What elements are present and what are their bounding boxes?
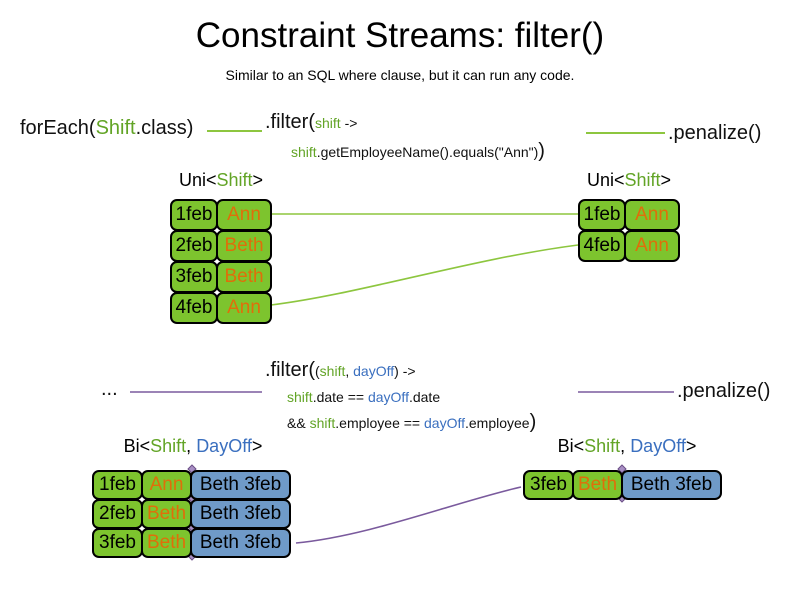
bi-left-header-type2: DayOff bbox=[196, 436, 252, 456]
bi-left-header-comma: , bbox=[186, 436, 197, 456]
dayoff-cell: Beth 3feb bbox=[190, 499, 291, 529]
shift-name-cell: Beth bbox=[216, 230, 272, 262]
bi-left-header-type1: Shift bbox=[150, 436, 187, 456]
page-title: Constraint Streams: filter() bbox=[195, 16, 605, 55]
table-row: 1feb Ann Beth 3feb bbox=[92, 470, 291, 500]
shift-date-cell: 2feb bbox=[170, 230, 218, 262]
bi-left-header-pre: Bi< bbox=[123, 436, 151, 456]
table-row: 3feb Beth bbox=[170, 261, 272, 293]
table-row: 2feb Beth bbox=[170, 230, 272, 262]
shift-name-cell: Beth bbox=[141, 528, 192, 558]
shift-date-cell: 1feb bbox=[92, 470, 143, 500]
uni-left-header: Uni<Shift> bbox=[168, 170, 274, 191]
shift-name-cell: Ann bbox=[216, 199, 272, 231]
code-filter1-line1: .filter(shift -> bbox=[265, 110, 545, 136]
uni-left-header-pre: Uni< bbox=[178, 170, 217, 190]
code-filter2-closearrow: ) -> bbox=[394, 363, 416, 379]
code-filter2-l3pre: && bbox=[287, 415, 310, 431]
bi-right-header-post: > bbox=[685, 436, 697, 456]
bi-right-header: Bi<Shift, DayOff> bbox=[537, 436, 717, 457]
shift-name-cell: Ann bbox=[141, 470, 192, 500]
bi-right-header-pre: Bi< bbox=[557, 436, 585, 456]
code-filter2-l2var2: dayOff bbox=[367, 389, 409, 405]
table-row: 3feb Beth Beth 3feb bbox=[92, 528, 291, 558]
code-filter1-bodyvar: shift bbox=[291, 144, 317, 160]
code-filter2-param2: dayOff bbox=[353, 363, 395, 379]
shift-date-cell: 3feb bbox=[92, 528, 143, 558]
code-foreach-class: Shift bbox=[95, 117, 136, 139]
code-filter1: .filter(shift -> shift.getEmployeeName()… bbox=[265, 110, 545, 164]
bi-right-table: 3feb Beth Beth 3feb bbox=[523, 470, 722, 500]
code-filter2-comma: , bbox=[345, 363, 354, 379]
uni-right-header-pre: Uni< bbox=[586, 170, 625, 190]
shift-date-cell: 2feb bbox=[92, 499, 143, 529]
shift-date-cell: 1feb bbox=[578, 199, 626, 231]
code-filter2-l3close: ) bbox=[529, 411, 537, 433]
code-filter2-l3end: .employee bbox=[465, 415, 530, 431]
page-subtitle: Similar to an SQL where clause, but it c… bbox=[225, 67, 575, 83]
bi-right-header-comma: , bbox=[620, 436, 631, 456]
table-row: 1feb Ann bbox=[170, 199, 272, 231]
dayoff-cell: Beth 3feb bbox=[190, 528, 291, 558]
code-filter2-line1: .filter((shift, dayOff) -> bbox=[265, 358, 536, 384]
code-filter2-l2var1: shift bbox=[287, 389, 313, 405]
table-row: 4feb Ann bbox=[170, 292, 272, 324]
shift-name-cell: Ann bbox=[624, 230, 680, 262]
uni-right-header-type: Shift bbox=[624, 170, 661, 190]
shift-date-cell: 3feb bbox=[170, 261, 218, 293]
code-filter1-param: shift bbox=[315, 115, 341, 131]
code-filter1-line2: shift.getEmployeeName().equals("Ann")) bbox=[291, 140, 545, 164]
connector-curve-row4feb bbox=[270, 244, 579, 306]
uni-right-header-post: > bbox=[660, 170, 672, 190]
code-foreach: forEach(Shift.class) bbox=[20, 117, 193, 140]
code-filter2-open: ( bbox=[315, 363, 320, 379]
code-filter1-bodyrest: .getEmployeeName().equals("Ann") bbox=[316, 144, 539, 160]
code-filter2-l3var2: dayOff bbox=[424, 415, 465, 431]
shift-name-cell: Beth bbox=[216, 261, 272, 293]
shift-name-cell: Ann bbox=[216, 292, 272, 324]
shift-date-cell: 3feb bbox=[523, 470, 574, 500]
bi-left-header: Bi<Shift, DayOff> bbox=[103, 436, 283, 457]
table-row: 3feb Beth Beth 3feb bbox=[523, 470, 722, 500]
bi-right-header-type1: Shift bbox=[584, 436, 621, 456]
table-row: 4feb Ann bbox=[578, 230, 680, 262]
code-foreach-post: .class) bbox=[135, 117, 194, 139]
code-filter2-l2end: .date bbox=[408, 389, 441, 405]
uni-right-header: Uni<Shift> bbox=[576, 170, 682, 191]
shift-name-cell: Beth bbox=[141, 499, 192, 529]
bi-right-header-type2: DayOff bbox=[630, 436, 686, 456]
dayoff-cell: Beth 3feb bbox=[621, 470, 722, 500]
code-filter1-close: ) bbox=[538, 140, 545, 162]
uni-left-header-type: Shift bbox=[216, 170, 253, 190]
code-filter2-line3: && shift.employee == dayOff.employee) bbox=[287, 411, 536, 435]
bi-left-header-post: > bbox=[251, 436, 263, 456]
uni-left-header-post: > bbox=[252, 170, 264, 190]
shift-date-cell: 4feb bbox=[578, 230, 626, 262]
code-filter2-line2: shift.date == dayOff.date bbox=[287, 386, 536, 409]
code-filter2-l2mid: .date == bbox=[312, 389, 368, 405]
code-filter2-l3var1: shift bbox=[309, 415, 336, 431]
code-filter1-method: .filter( bbox=[265, 111, 315, 133]
shift-name-cell: Ann bbox=[624, 199, 680, 231]
table-row: 1feb Ann bbox=[578, 199, 680, 231]
code-source2: ... bbox=[101, 378, 118, 400]
shift-date-cell: 4feb bbox=[170, 292, 218, 324]
code-filter2-method: .filter( bbox=[265, 359, 315, 381]
code-filter2-l3mid: .employee == bbox=[335, 415, 424, 431]
code-foreach-pre: forEach( bbox=[20, 117, 96, 139]
code-filter2-param1: shift bbox=[319, 363, 346, 379]
shift-name-cell: Beth bbox=[572, 470, 623, 500]
connector-curve-bi-row bbox=[295, 486, 522, 544]
code-filter2: .filter((shift, dayOff) -> shift.date ==… bbox=[265, 358, 536, 435]
dayoff-cell: Beth 3feb bbox=[190, 470, 291, 500]
uni-right-table: 1feb Ann 4feb Ann bbox=[578, 199, 680, 262]
bi-left-table: 1feb Ann Beth 3feb 2feb Beth Beth 3feb 3… bbox=[92, 470, 291, 558]
code-penalize1: .penalize() bbox=[668, 122, 762, 144]
uni-left-table: 1feb Ann 2feb Beth 3feb Beth 4feb Ann bbox=[170, 199, 272, 324]
table-row: 2feb Beth Beth 3feb bbox=[92, 499, 291, 529]
code-filter1-arrow: -> bbox=[340, 115, 358, 131]
code-penalize2: .penalize() bbox=[677, 380, 771, 402]
shift-date-cell: 1feb bbox=[170, 199, 218, 231]
